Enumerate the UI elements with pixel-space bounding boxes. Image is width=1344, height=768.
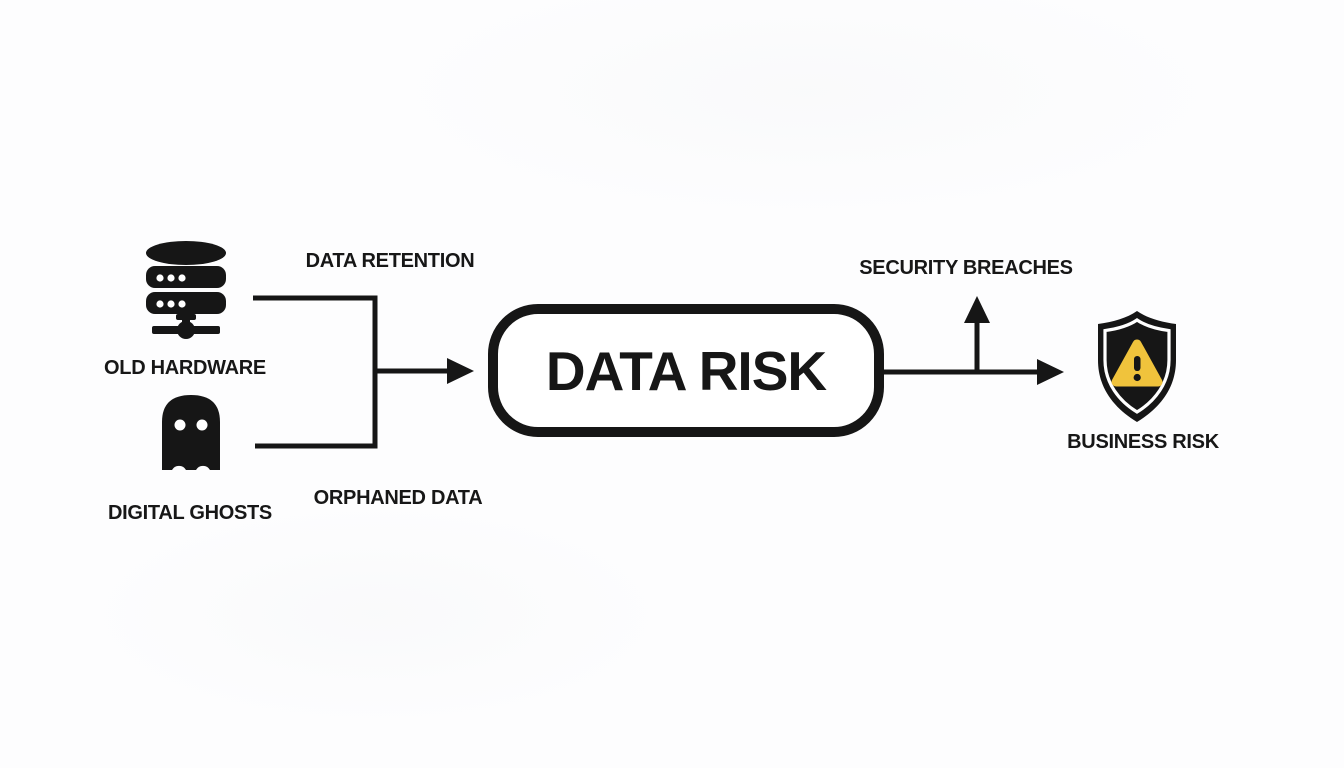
arrowhead-up-security-breaches	[964, 296, 990, 323]
data-risk-label: DATA RISK	[545, 339, 827, 402]
arrowhead-to-business-risk	[1037, 359, 1064, 385]
ghost-icon	[162, 395, 220, 470]
node-label-digital-ghosts: DIGITAL GHOSTS	[108, 502, 272, 524]
data-risk-node: DATA RISK	[488, 304, 884, 437]
node-label-business-risk: BUSINESS RISK	[1067, 431, 1219, 453]
edge-label-orphaned-data: ORPHANED DATA	[313, 487, 483, 509]
database-server-icon	[146, 241, 226, 339]
node-label-old-hardware: OLD HARDWARE	[104, 357, 266, 379]
edge-label-data-retention: DATA RETENTION	[305, 250, 475, 272]
arrowhead-into-data-risk	[447, 358, 474, 384]
edge-label-security-breaches: SECURITY BREACHES	[859, 257, 1073, 279]
shield-warning-icon	[1098, 311, 1176, 422]
